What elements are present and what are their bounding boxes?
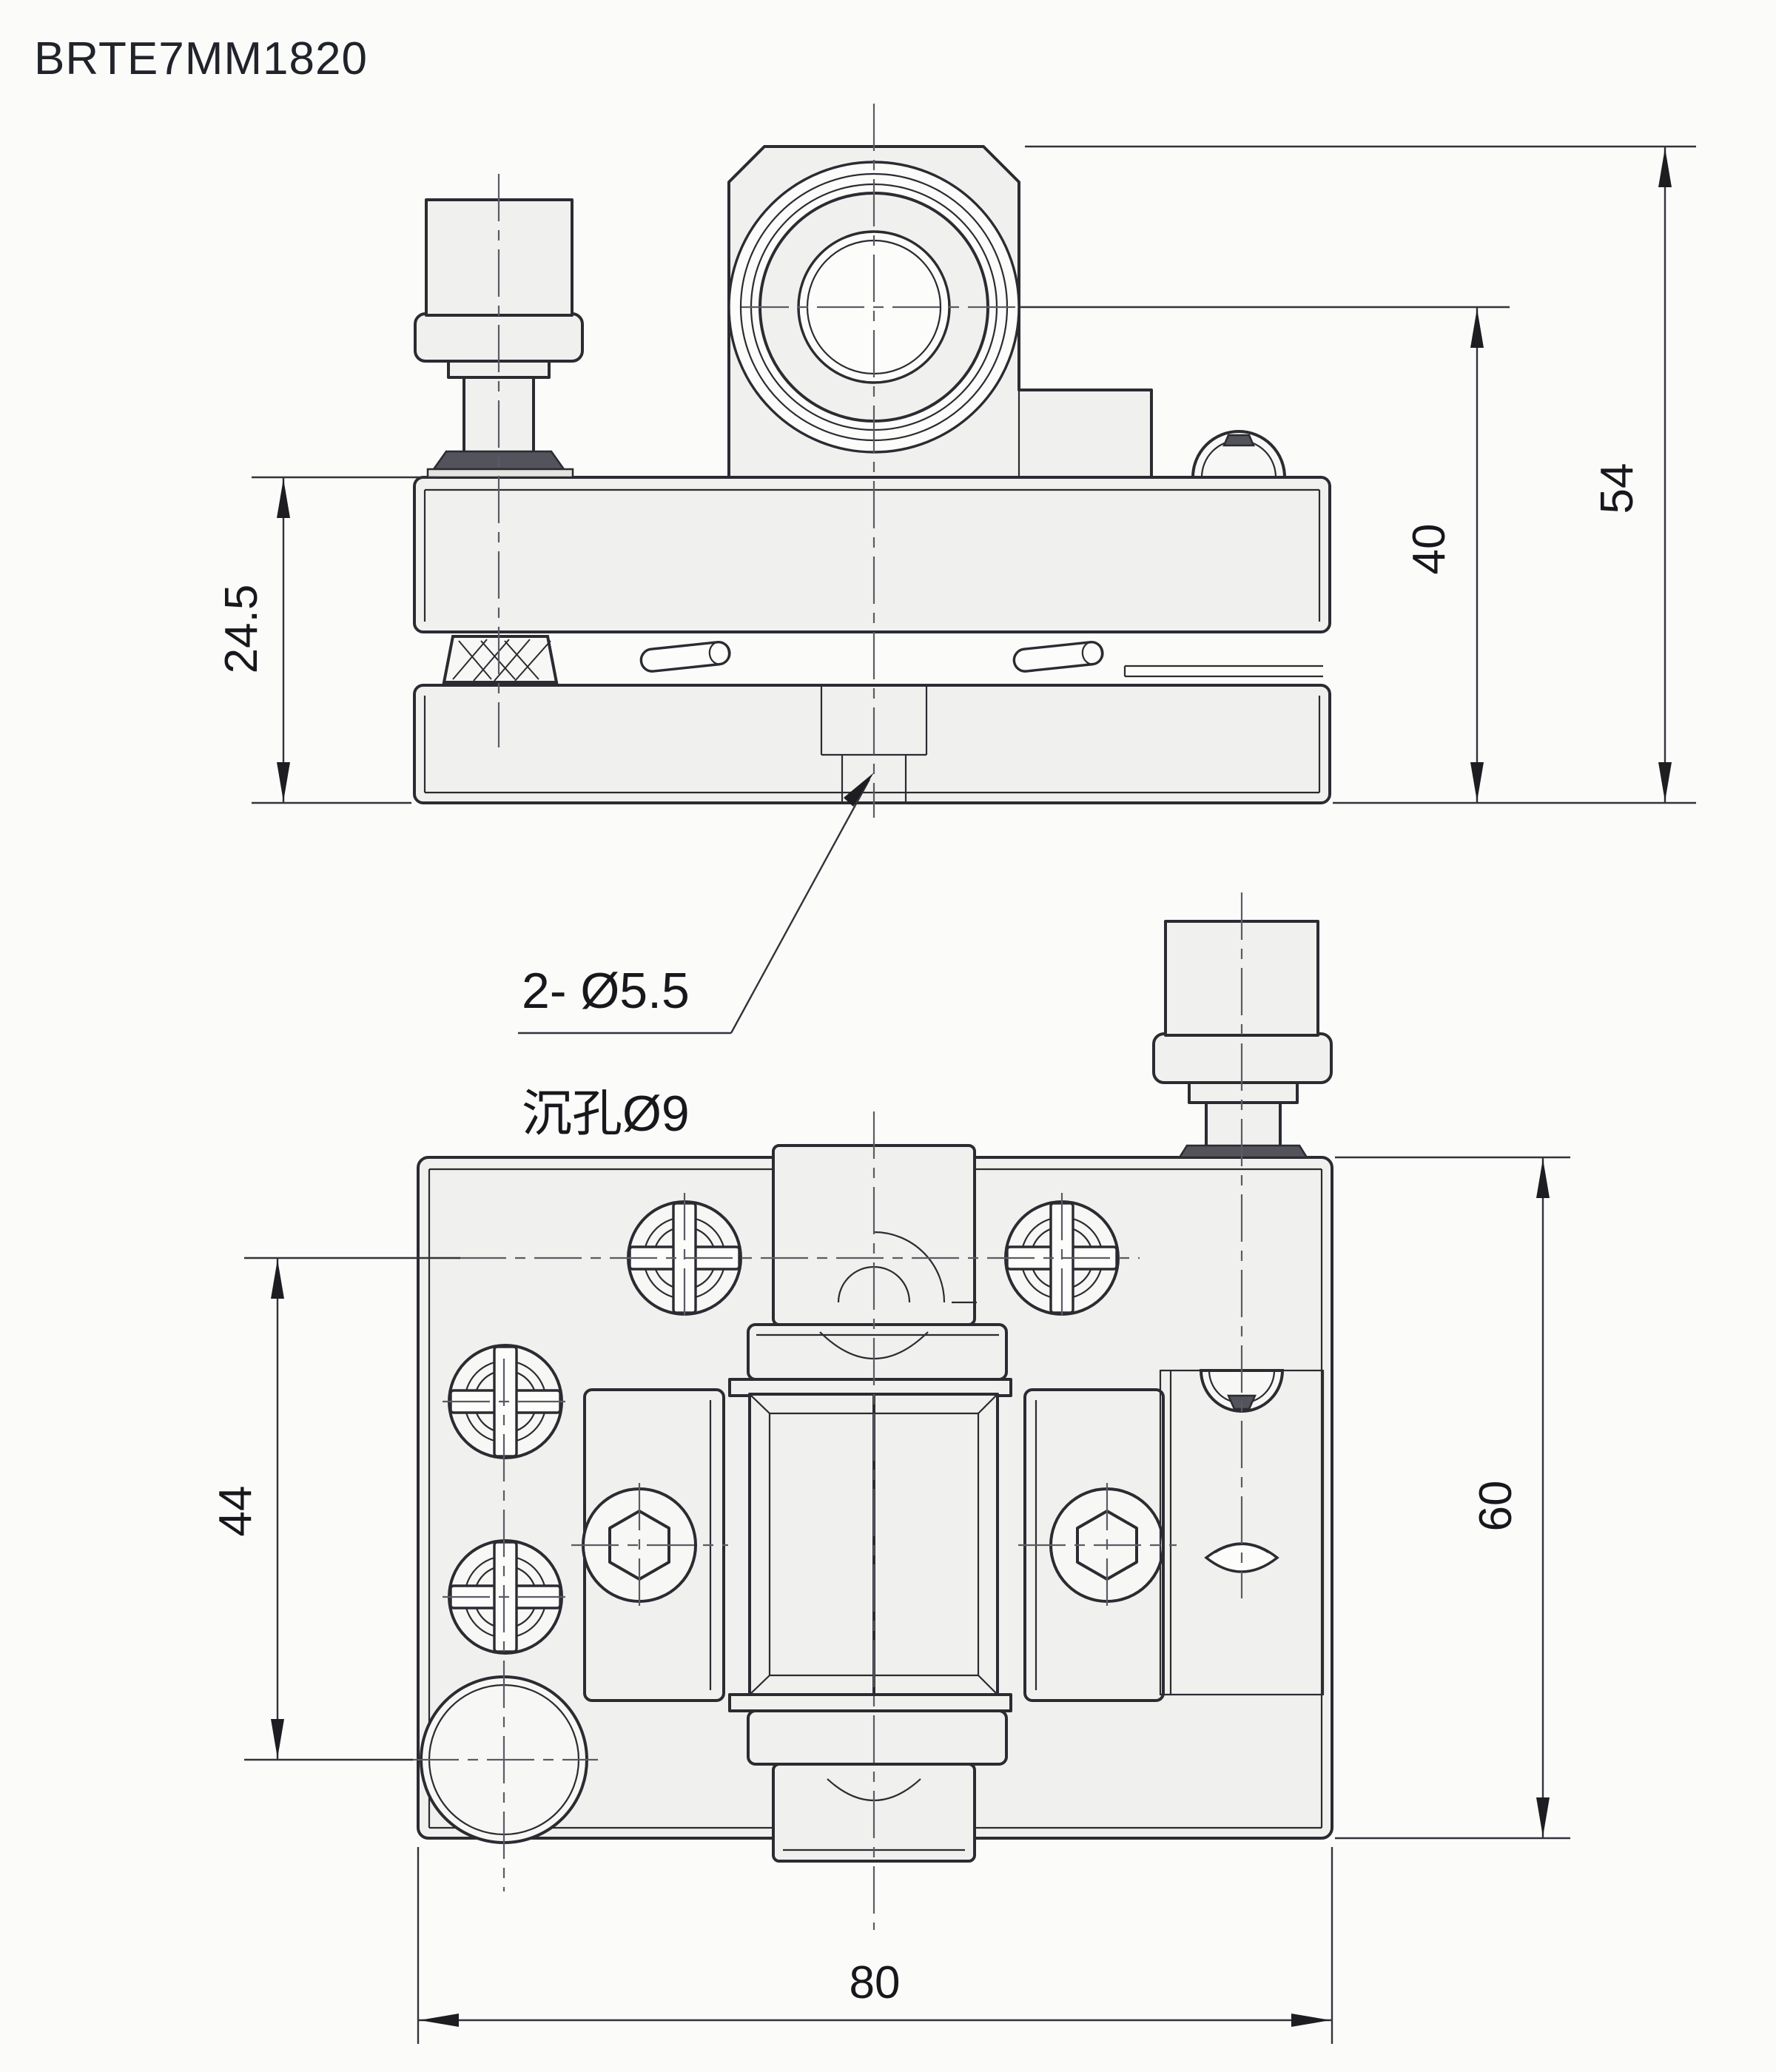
dim-44: 44 <box>210 1257 460 1761</box>
block-corner-tl <box>749 1393 770 1414</box>
plan-knob-step <box>1188 1080 1299 1104</box>
knob-foot-washer <box>426 468 574 479</box>
plan-view: 44 60 80 <box>210 892 1570 2044</box>
dim-label-80: 80 <box>850 1957 901 2008</box>
dim-label-60: 60 <box>1470 1481 1521 1532</box>
plan-knob-stem <box>1205 1100 1282 1148</box>
dim-80: 80 <box>417 1847 1333 2044</box>
dim-40: 40 <box>1020 306 1696 804</box>
front-lower-plate <box>413 684 1331 804</box>
plan-upper-saddle <box>747 1323 1008 1381</box>
block-corner-tr <box>978 1393 998 1414</box>
dim-label-40: 40 <box>1404 524 1455 575</box>
dim-label-54: 54 <box>1592 463 1643 514</box>
roller-pin-left <box>639 641 731 673</box>
block-corner-br <box>978 1675 998 1695</box>
dim-label-24_5: 24.5 <box>216 585 267 674</box>
front-view: 24.5 40 54 2- Ø5.5 沉孔Ø9 <box>216 104 1696 1142</box>
hole-note-line2: 沉孔Ø9 <box>522 1086 690 1142</box>
dim-label-44: 44 <box>210 1486 261 1537</box>
clamp-pad-section <box>442 635 559 684</box>
right-pocket <box>1159 1369 1325 1696</box>
plan-lower-saddle <box>747 1709 1008 1766</box>
block-corner-bl <box>749 1675 770 1695</box>
hole-callout: 2- Ø5.5 沉孔Ø9 <box>518 773 874 1142</box>
hole-note-line1: 2- Ø5.5 <box>522 963 690 1019</box>
front-upper-plate <box>413 476 1331 633</box>
dim-24_5: 24.5 <box>216 476 437 804</box>
side-plunger-dome <box>1191 430 1287 479</box>
top-tab-outer-arc <box>873 1231 946 1303</box>
dim-60: 60 <box>1335 1156 1570 1840</box>
plan-lower-flange <box>728 1693 1012 1712</box>
dim-54: 54 <box>1025 145 1696 803</box>
part-number-title: BRTE7MM1820 <box>34 33 368 84</box>
gap-spring-elements <box>442 635 1323 684</box>
plan-knob-foot <box>1177 1144 1309 1159</box>
roller-pin-right <box>1012 641 1104 673</box>
